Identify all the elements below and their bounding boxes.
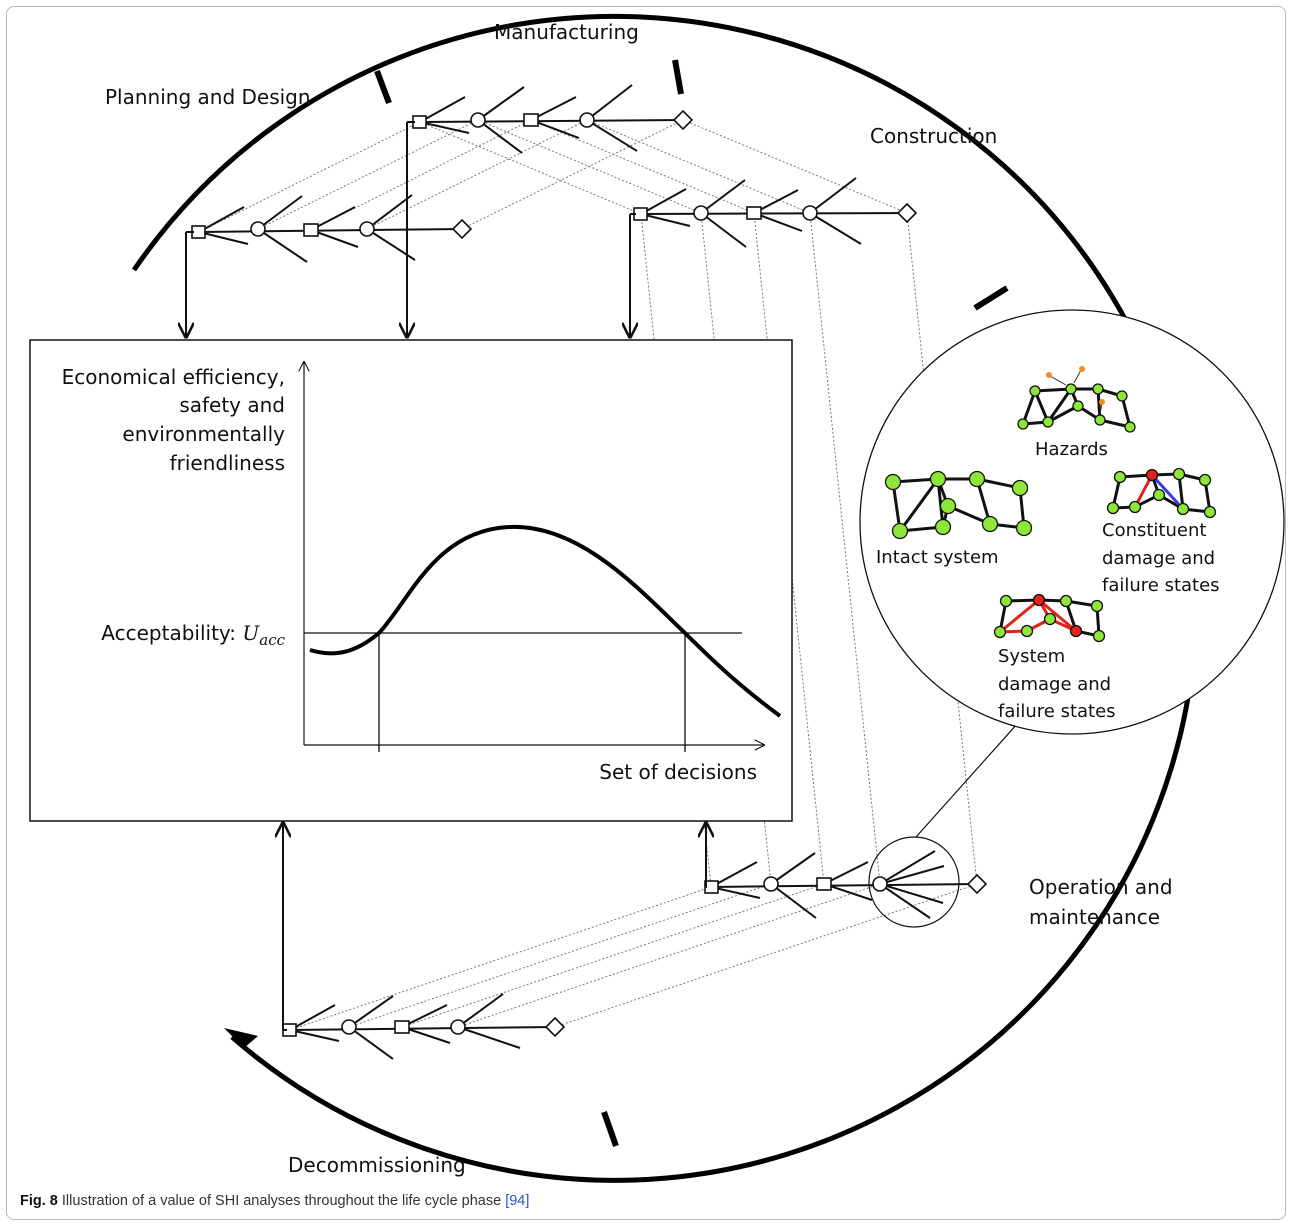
phase-decommissioning: Decommissioning	[288, 1153, 466, 1177]
phase-tick-planning	[374, 69, 392, 105]
inset-label-system-2: damage and	[998, 674, 1111, 695]
caption-reference-link[interactable]: [94]	[505, 1193, 530, 1209]
chance-node-circle	[359, 221, 375, 237]
utility-curve	[309, 524, 782, 718]
plot-ylabel-line3: environmentally	[122, 422, 285, 446]
decision-node-square	[394, 1020, 410, 1034]
network-system-damage	[993, 593, 1106, 643]
chance-node-circle	[341, 1019, 357, 1035]
decision-node-square	[303, 223, 319, 237]
phase-tick-decommissioning	[601, 1111, 619, 1147]
figure-caption: Fig. 8 Illustration of a value of SHI an…	[20, 1193, 529, 1209]
outcome-node-diamond	[544, 1016, 566, 1038]
network-intact	[884, 470, 1033, 540]
network-constituent-damage	[1106, 467, 1217, 519]
phase-construction: Construction	[870, 124, 997, 148]
lifecycle-arrowhead	[224, 1028, 258, 1048]
figure-frame	[6, 6, 1286, 1220]
decision-node-square	[523, 113, 539, 127]
phase-planning: Planning and Design	[105, 85, 311, 109]
decision-tree-planning	[191, 194, 473, 263]
inset-circle	[859, 309, 1285, 735]
decision-tree-operation	[704, 850, 988, 919]
plot-box	[29, 339, 793, 822]
decision-tree-decommissioning	[282, 993, 566, 1060]
outcome-node-diamond	[451, 218, 473, 240]
inset-label-constituent-1: Constituent	[1102, 520, 1206, 541]
chance-node-circle	[579, 112, 595, 128]
plot-ylabel-line2: safety and	[179, 393, 285, 417]
phase-operation-line1: Operation and	[1029, 875, 1173, 899]
decision-tree-manufacturing	[412, 84, 694, 154]
phase-operation-line2: maintenance	[1029, 905, 1160, 929]
chance-node-circle	[872, 876, 888, 892]
network-hazards	[1017, 383, 1136, 433]
plot-ylabel-line4: friendliness	[170, 451, 285, 475]
chance-node-circle	[470, 112, 486, 128]
zoom-source-circle	[868, 836, 960, 928]
chance-node-circle	[693, 205, 709, 221]
input-arrows	[186, 121, 707, 1031]
inset-label-intact: Intact system	[876, 547, 999, 568]
decision-node-square	[816, 877, 832, 891]
inset-label-constituent-3: failure states	[1102, 575, 1220, 596]
chance-node-circle	[250, 221, 266, 237]
hazard-markers	[1046, 366, 1105, 415]
outcome-node-diamond	[966, 873, 988, 895]
inset-label-system-3: failure states	[998, 701, 1116, 722]
caption-fig-label: Fig. 8	[20, 1193, 58, 1209]
inset-label-constituent-2: damage and	[1102, 548, 1215, 569]
outcome-node-diamond	[672, 109, 694, 131]
phase-manufacturing: Manufacturing	[494, 20, 639, 44]
plot-xlabel: Set of decisions	[599, 760, 757, 784]
chance-node-circle	[763, 876, 779, 892]
decision-tree-construction	[633, 177, 918, 248]
decision-node-square	[746, 206, 762, 220]
inset-label-hazards: Hazards	[1035, 439, 1108, 460]
chance-node-circle	[450, 1019, 466, 1035]
acceptability-label: Acceptability: Uacc	[101, 621, 285, 649]
inset-label-system-1: System	[998, 646, 1065, 667]
plot-ylabel-line1: Economical efficiency,	[62, 365, 285, 389]
chance-node-circle	[802, 205, 818, 221]
phase-tick-manufacturing	[672, 59, 684, 95]
phase-tick-construction	[973, 285, 1009, 311]
caption-text: Illustration of a value of SHI analyses …	[57, 1193, 506, 1209]
outcome-node-diamond	[896, 202, 918, 224]
